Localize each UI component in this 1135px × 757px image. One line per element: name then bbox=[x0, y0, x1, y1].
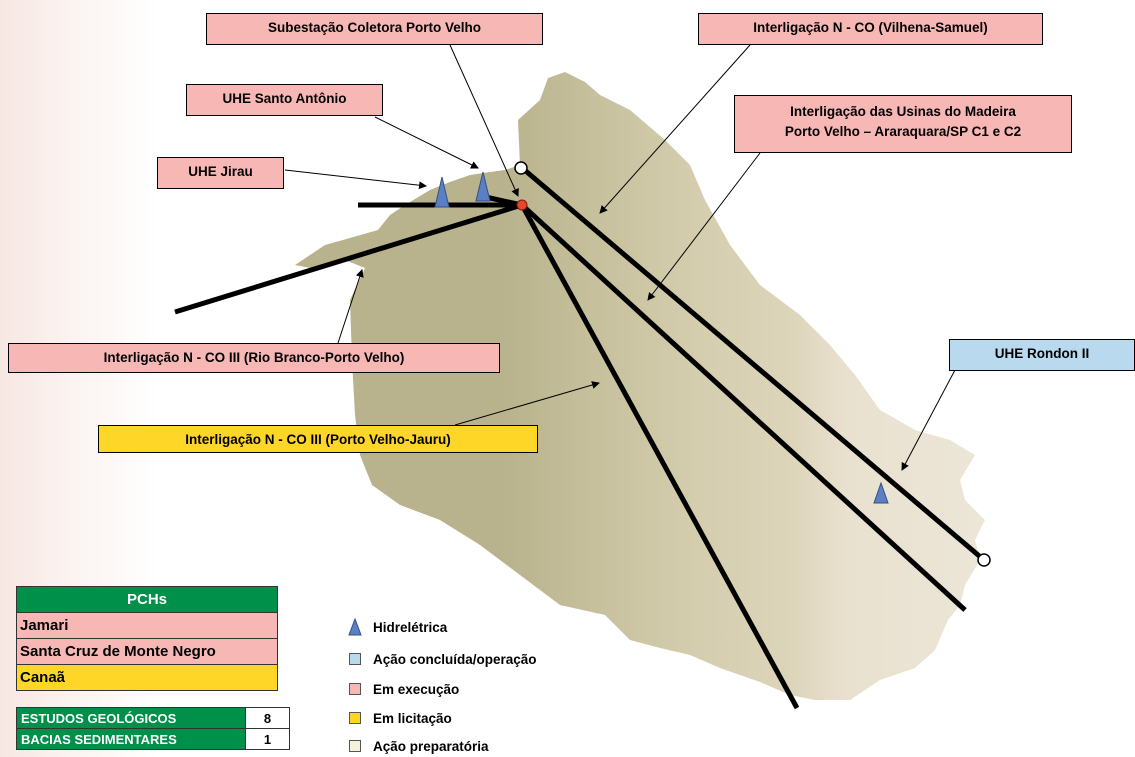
pch-table: PCHs Jamari Santa Cruz de Monte Negro Ca… bbox=[16, 586, 278, 691]
legend-swatch bbox=[349, 712, 361, 724]
legend-swatch bbox=[349, 653, 361, 665]
label-jirau: UHE Jirau bbox=[157, 157, 284, 189]
legend-item: Ação preparatória bbox=[348, 736, 489, 756]
legend-swatch bbox=[349, 683, 361, 695]
state-territory bbox=[295, 72, 985, 700]
legend-item: Ação concluída/operação bbox=[348, 649, 537, 669]
line-jauru bbox=[519, 203, 800, 710]
legend-text: Ação preparatória bbox=[373, 738, 489, 754]
label-nco-vilhena: Interligação N - CO (Vilhena-Samuel) bbox=[698, 13, 1043, 45]
studies-value: 8 bbox=[245, 707, 290, 729]
line-vilhena-samuel bbox=[519, 165, 986, 562]
hydro-triangle-icon bbox=[348, 618, 362, 636]
hydro-icon-santo-antonio bbox=[475, 171, 491, 202]
substation-dot bbox=[516, 199, 528, 211]
studies-label: BACIAS SEDIMENTARES bbox=[16, 728, 246, 750]
label-santo-antonio: UHE Santo Antônio bbox=[186, 84, 383, 116]
label-madeira-line1: Interligação das Usinas do Madeira bbox=[790, 104, 1016, 119]
pch-header: PCHs bbox=[16, 586, 278, 613]
node-vilhena bbox=[977, 553, 991, 567]
line-madeira-araraquara bbox=[520, 203, 967, 612]
legend-swatch bbox=[349, 740, 361, 752]
callout-arrows bbox=[284, 44, 956, 471]
label-substation: Subestação Coletora Porto Velho bbox=[206, 13, 543, 45]
label-rondon: UHE Rondon II bbox=[949, 339, 1135, 371]
studies-value: 1 bbox=[245, 728, 290, 750]
label-madeira-line2: Porto Velho – Araraquara/SP C1 e C2 bbox=[784, 124, 1022, 139]
label-jauru: Interligação N - CO III (Porto Velho-Jau… bbox=[98, 425, 538, 453]
legend-text: Em licitação bbox=[373, 710, 452, 726]
node-samuel bbox=[514, 161, 528, 175]
legend-text: Em execução bbox=[373, 681, 460, 697]
label-rio-branco: Interligação N - CO III (Rio Branco-Port… bbox=[8, 343, 500, 373]
studies-label: ESTUDOS GEOLÓGICOS bbox=[16, 707, 246, 729]
legend-item: Em licitação bbox=[348, 708, 452, 728]
line-rio-branco bbox=[174, 202, 523, 315]
legend-text: Hidrelétrica bbox=[373, 619, 448, 635]
studies-table: ESTUDOS GEOLÓGICOS 8 BACIAS SEDIMENTARES… bbox=[16, 707, 290, 750]
pch-item: Santa Cruz de Monte Negro bbox=[16, 638, 278, 665]
legend-item: Em execução bbox=[348, 679, 459, 699]
pch-item: Jamari bbox=[16, 612, 278, 639]
label-madeira: Interligação das Usinas do Madeira Porto… bbox=[734, 95, 1072, 153]
hydro-icon-rondon bbox=[873, 481, 889, 504]
legend-text: Ação concluída/operação bbox=[373, 651, 537, 667]
hydro-icon-jirau bbox=[434, 176, 450, 208]
legend-item: Hidrelétrica bbox=[348, 617, 447, 637]
pch-item: Canaã bbox=[16, 664, 278, 691]
